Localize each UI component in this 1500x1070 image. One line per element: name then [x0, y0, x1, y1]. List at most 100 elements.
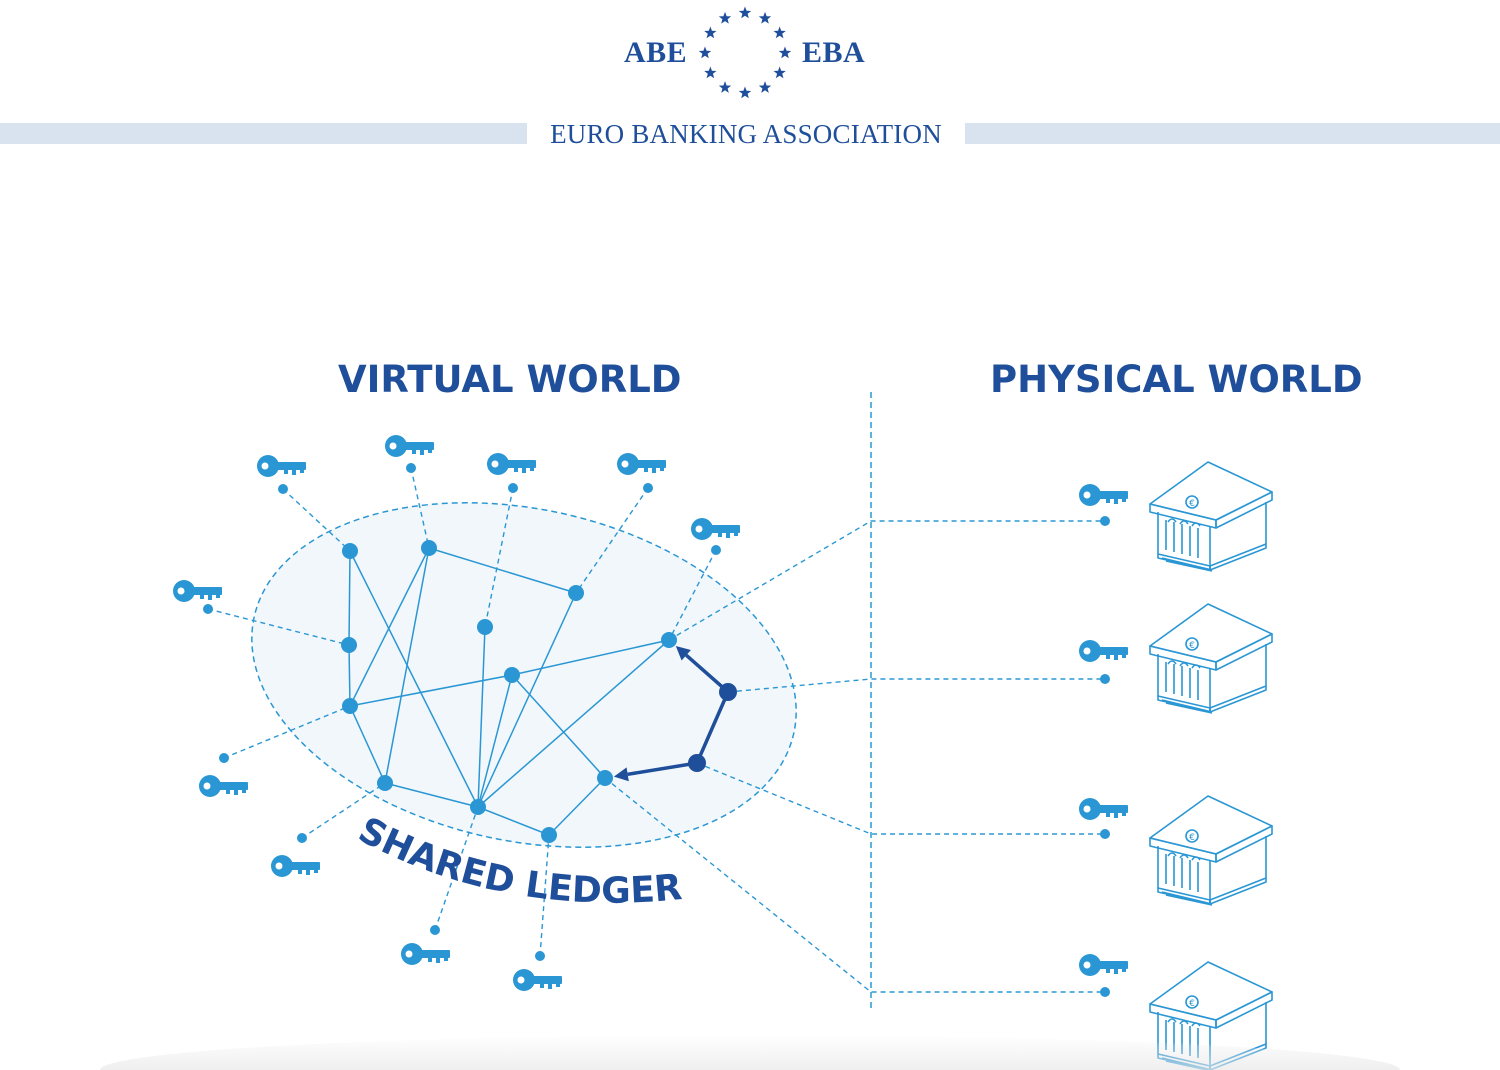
ledger-node	[504, 667, 520, 683]
transaction-arrowhead	[675, 646, 691, 661]
key-connector-dot	[203, 604, 213, 614]
key-connector	[301, 782, 386, 839]
key-connector-dot	[535, 951, 545, 961]
transaction-arrow	[685, 653, 730, 694]
ledger-node	[341, 637, 357, 653]
key-icon	[1079, 798, 1128, 820]
ledger-node	[421, 540, 437, 556]
key-icon	[385, 435, 434, 457]
key-icon	[487, 453, 536, 475]
key-icon	[173, 580, 222, 602]
ledger-node	[342, 543, 358, 559]
key-connector	[484, 487, 514, 628]
key-connector-dot	[711, 545, 721, 555]
logo-star-icon	[738, 6, 752, 19]
bank-key-dot	[1100, 516, 1110, 526]
ledger-node	[661, 632, 677, 648]
header: ABE EBA EURO BANKING ASSOCIATION	[0, 0, 1500, 160]
key-icon	[1079, 484, 1128, 506]
ledger-edge	[384, 782, 479, 808]
key-connector	[434, 806, 479, 931]
key-connector-dot	[643, 483, 653, 493]
key-connector	[282, 488, 351, 552]
key-connector-dot	[430, 925, 440, 935]
ledger-edge	[348, 550, 351, 646]
ledger-node	[541, 827, 557, 843]
key-icon	[199, 775, 248, 797]
bank-connector	[696, 762, 1105, 835]
star-ring-logo	[698, 6, 792, 99]
key-icon	[1079, 640, 1128, 662]
key-connector-dot	[508, 483, 518, 493]
ledger-edge	[511, 639, 670, 676]
logo-star-icon	[773, 66, 786, 79]
ledger-node	[719, 683, 737, 701]
organization-name: EURO BANKING ASSOCIATION	[527, 117, 965, 151]
ledger-edge	[477, 592, 577, 808]
key-icon	[691, 518, 740, 540]
ledger-edge	[349, 550, 479, 808]
physical-world-title: PHYSICAL WORLD	[990, 358, 1363, 401]
bank-key-dot	[1100, 829, 1110, 839]
key-connector	[668, 549, 717, 641]
ledger-edge	[349, 705, 386, 784]
ledger-edge	[348, 644, 351, 707]
ledger-edge	[511, 674, 606, 779]
ledger-node	[470, 799, 486, 815]
ledger-edge	[477, 806, 550, 836]
key-icon	[257, 455, 306, 477]
ledger-ellipse	[251, 502, 797, 848]
logo-star-icon	[773, 26, 786, 39]
key-connector-dot	[406, 463, 416, 473]
bank-building-icon	[1149, 461, 1273, 572]
ledger-edge	[428, 547, 577, 594]
ledger-edge	[477, 639, 670, 808]
bank-building-icon	[1149, 795, 1273, 906]
key-connector-dot	[219, 753, 229, 763]
ledger-node	[342, 698, 358, 714]
ledger-edge	[349, 547, 430, 707]
logo-star-icon	[704, 66, 717, 79]
logo-star-icon	[758, 11, 772, 24]
logo-abe: ABE	[624, 36, 688, 69]
logo-star-icon	[704, 26, 717, 39]
ledger-edge	[349, 674, 513, 707]
logo-star-icon	[698, 46, 712, 59]
key-icon	[401, 943, 450, 965]
logo-eba: EBA	[802, 36, 866, 69]
bank-connector	[604, 777, 1105, 993]
ledger-edge	[548, 777, 606, 836]
key-connector	[223, 705, 351, 759]
logo-star-icon	[738, 86, 752, 99]
key-icon	[617, 453, 666, 475]
logo-star-icon	[718, 11, 732, 24]
key-connector-dot	[297, 833, 307, 843]
logo-star-icon	[778, 46, 792, 59]
transaction-arrowhead	[613, 767, 629, 782]
ledger-edge	[384, 547, 430, 784]
ledger-node	[477, 619, 493, 635]
ledger-edge	[477, 626, 486, 808]
ledger-node	[597, 770, 613, 786]
logo-star-icon	[758, 81, 772, 93]
bank-building-icon	[1149, 603, 1273, 714]
ledger-node	[568, 585, 584, 601]
key-icon	[271, 855, 320, 877]
logo-star-icon	[718, 81, 732, 93]
key-connector-dot	[278, 484, 288, 494]
key-icon	[513, 969, 562, 991]
key-connector	[575, 487, 649, 594]
key-connector	[410, 467, 430, 549]
ledger-edge	[477, 674, 513, 808]
bank-connector	[668, 520, 1105, 641]
key-connector	[539, 834, 550, 957]
transaction-arrow	[695, 691, 730, 764]
key-icon	[1079, 954, 1128, 976]
ledger-node	[377, 775, 393, 791]
virtual-world-title: VIRTUAL WORLD	[338, 358, 682, 401]
ledger-node	[688, 754, 706, 772]
key-connector	[207, 608, 350, 646]
bank-connector	[727, 678, 1105, 693]
transaction-arrow	[627, 761, 698, 777]
